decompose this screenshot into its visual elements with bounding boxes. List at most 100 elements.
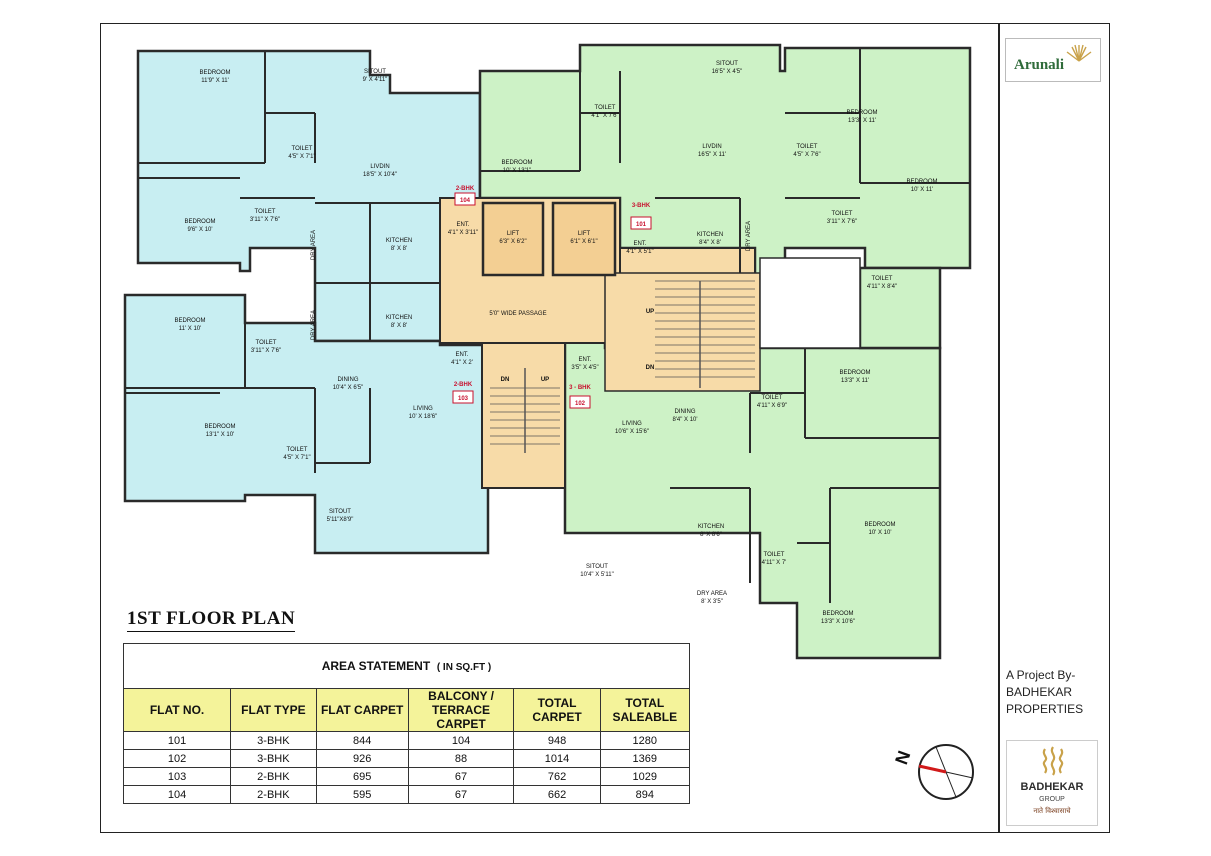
area-statement-unit: ( IN SQ.FT ) xyxy=(436,662,492,673)
room-102-bedroom-1: BEDROOM xyxy=(839,370,870,376)
room-103-ent-size: 4'1" X 2' xyxy=(451,360,473,366)
sheet-border xyxy=(100,23,1110,833)
unit-103-number: 103 xyxy=(458,396,469,402)
room-102-living-size: 10'6" X 15'6" xyxy=(615,429,649,435)
room-102-bedroom-1-size: 13'3" X 11' xyxy=(841,378,869,384)
cell-total-saleable: 894 xyxy=(599,785,691,804)
developer-name-line2: PROPERTIES xyxy=(1006,702,1084,716)
col-flat-carpet: FLAT CARPET xyxy=(315,688,409,732)
area-statement-caption-row: AREA STATEMENT ( IN SQ.FT ) xyxy=(123,643,690,689)
room-101-dry-area: DRY AREA xyxy=(746,221,752,251)
room-103-dining: DINING xyxy=(338,377,359,383)
room-101-kitchen: KITCHEN xyxy=(697,232,723,238)
room-101-bedroom-2-size: 13'3" X 11' xyxy=(848,118,876,124)
developer-logo: BADHEKAR GROUP नाते विश्वासाचे xyxy=(1006,740,1098,826)
room-104-toilet-2-size: 3'11" X 7'6" xyxy=(250,217,280,223)
floor-plan-drawing: 2-BHK 104 3-BHK 101 2-BHK 103 3 - BHK 10… xyxy=(123,43,972,660)
room-102-toilet-0-size: 4'11" X 8'4" xyxy=(867,284,897,290)
room-102-kitchen: KITCHEN xyxy=(698,524,724,530)
room-101-toilet-2: TOILET xyxy=(797,144,818,150)
developer-tagline: नाते विश्वासाचे xyxy=(1033,807,1071,815)
room-103-toilet-2: TOILET xyxy=(287,447,308,453)
cell-total-carpet: 1014 xyxy=(513,749,601,768)
cell-total-carpet: 662 xyxy=(513,785,601,804)
room-103-bedroom-2: BEDROOM xyxy=(204,424,235,430)
cell-flat-type: 3-BHK xyxy=(230,731,317,750)
room-102-bedroom-2-size: 10' X 10' xyxy=(869,530,892,536)
lift-a xyxy=(481,201,545,277)
room-103-toilet-2-size: 4'5" X 7'1" xyxy=(283,455,310,461)
cell-flat-carpet: 844 xyxy=(315,731,409,750)
unit-101-number: 101 xyxy=(636,222,647,228)
room-102-bedroom-3: BEDROOM xyxy=(822,611,853,617)
room-104-bedroom-2: BEDROOM xyxy=(184,219,215,225)
room-103-dining-size: 10'4" X 6'5" xyxy=(333,385,364,391)
room-101-toilet-2-size: 4'5" X 7'6" xyxy=(793,152,820,158)
room-102-ent-size: 3'5" X 4'5" xyxy=(571,365,598,371)
area-statement-table: AREA STATEMENT ( IN SQ.FT ) FLAT NO. FLA… xyxy=(122,643,691,804)
room-101-bedroom-3-size: 10' X 11' xyxy=(911,187,934,193)
room-101-sitout-size: 16'5" X 4'5" xyxy=(712,69,743,75)
room-103-dry-area: DRY AREA xyxy=(311,310,317,340)
floor-plan-title: 1ST FLOOR PLAN xyxy=(127,608,296,632)
room-101-livdin: LIVDIN xyxy=(702,144,721,150)
lift-b xyxy=(551,201,617,277)
cell-flat-no: 101 xyxy=(122,731,232,750)
room-102-bedroom-2: BEDROOM xyxy=(864,522,895,528)
col-balcony-carpet: BALCONY / TERRACE CARPET xyxy=(407,688,515,732)
room-103-kitchen: KITCHEN xyxy=(386,315,412,321)
unit-tag-102: 3 - BHK 102 xyxy=(569,385,591,409)
col-flat-no: FLAT NO. xyxy=(122,688,232,732)
room-103-kitchen-size: 8' X 8' xyxy=(391,323,407,329)
cell-total-saleable: 1029 xyxy=(599,767,691,786)
room-101-toilet-1-size: 4'1" X 7'6" xyxy=(591,113,618,119)
room-101-toilet-1: TOILET xyxy=(595,105,616,111)
room-101-sitout: SITOUT xyxy=(716,61,738,67)
room-102-toilet-1: TOILET xyxy=(762,395,783,401)
room-102-toilet-2: TOILET xyxy=(764,552,785,558)
room-102-dining-size: 8'4" X 10' xyxy=(672,417,697,423)
cell-total-saleable: 1280 xyxy=(599,731,691,750)
compass-north-label: N xyxy=(891,748,914,767)
room-102-toilet-2-size: 4'11" X 7' xyxy=(762,560,787,566)
room-102-toilet-0: TOILET xyxy=(872,276,893,282)
area-statement-title: AREA STATEMENT xyxy=(321,659,431,673)
lift-b-size: 6'1" X 6'1" xyxy=(570,239,597,245)
room-101-ent-size: 4'1" X 5'1" xyxy=(626,249,653,255)
cell-balcony-carpet: 104 xyxy=(407,731,515,750)
room-104-bedroom-1: BEDROOM xyxy=(199,70,230,76)
table-row: 103 2-BHK 695 67 762 1029 xyxy=(122,767,691,786)
unit-102-type: 3 - BHK xyxy=(569,385,591,391)
project-logo-text: Arunali xyxy=(1014,57,1065,73)
room-104-sitout: SITOUT xyxy=(364,69,386,75)
cell-flat-type: 3-BHK xyxy=(230,749,317,768)
room-102-sitout: SITOUT xyxy=(586,564,608,570)
room-101-ent: ENT. xyxy=(633,241,646,247)
room-104-bedroom-1-size: 11'9" X 11' xyxy=(201,78,229,84)
room-104-livdin: LIVDIN xyxy=(370,164,389,170)
title-block-divider xyxy=(998,23,1000,833)
project-logo: Arunali xyxy=(1005,38,1101,82)
col-total-carpet: TOTAL CARPET xyxy=(513,688,601,732)
room-101-toilet-3: TOILET xyxy=(832,211,853,217)
room-104-ent: ENT. xyxy=(456,222,469,228)
north-compass-icon: N xyxy=(891,744,974,800)
room-104-kitchen-size: 8' X 8' xyxy=(391,246,407,252)
room-104-toilet-1: TOILET xyxy=(292,146,313,152)
col-total-saleable: TOTAL SALEABLE xyxy=(599,688,691,732)
room-104-sitout-size: 9' X 4'11" xyxy=(363,77,388,83)
room-102-toilet-1-size: 4'11" X 6'9" xyxy=(757,403,787,409)
cell-flat-carpet: 595 xyxy=(315,785,409,804)
unit-102-number: 102 xyxy=(575,401,586,407)
unit-tag-104: 2-BHK 104 xyxy=(454,186,476,206)
room-102-bedroom-3-size: 13'3" X 10'6" xyxy=(821,619,855,625)
cell-total-carpet: 762 xyxy=(513,767,601,786)
developer-name-line1: BADHEKAR xyxy=(1006,685,1073,699)
room-102-sitout-size: 10'4" X 5'11" xyxy=(580,572,613,578)
room-103-living-size: 10' X 18'6" xyxy=(409,414,437,420)
cell-flat-carpet: 926 xyxy=(315,749,409,768)
room-104-kitchen: KITCHEN xyxy=(386,238,412,244)
room-102-dry-area-size: 8' X 3'5" xyxy=(701,599,723,605)
room-101-bedroom-1: BEDROOM xyxy=(501,160,532,166)
room-104-toilet-1-size: 4'5" X 7'1" xyxy=(288,154,315,160)
